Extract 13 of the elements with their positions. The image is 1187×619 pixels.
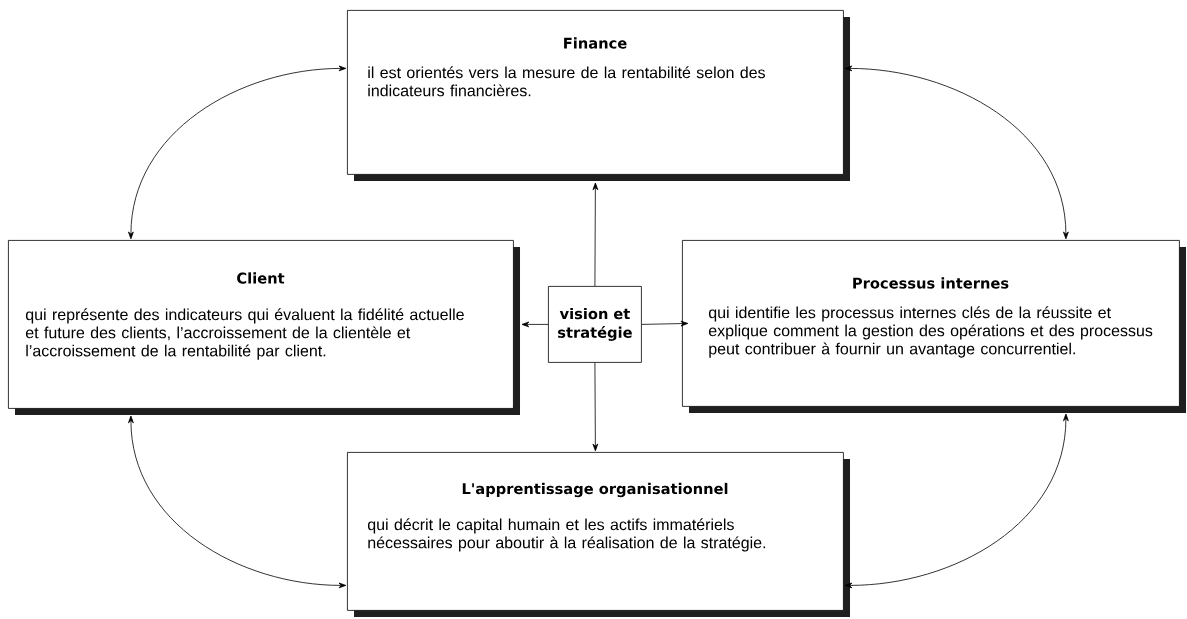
center-box: vision et stratégie xyxy=(548,286,642,363)
perspective-box: L'apprentissage organisationnel qui décrit le capital humain et les actifs immatériels nécessaires pour aboutir à la réalisation de la stratégie. xyxy=(347,452,850,617)
perspective-box: Client qui représente des indicateurs qui évaluent la fidélité actuelle et future des clients, l’accroissement de la clientèle et l’accroissement de la rentabilité par client. xyxy=(8,240,520,415)
arrow xyxy=(592,182,599,287)
perspective-box: Finance il est orientés vers la mesure de la rentabilité selon des indicateurs financières. xyxy=(347,10,850,181)
curved-arrow xyxy=(128,415,347,589)
curved-arrow xyxy=(844,413,1069,589)
arrow xyxy=(521,321,549,328)
arrow xyxy=(641,320,689,327)
curved-arrow xyxy=(128,65,347,240)
perspective-box: Processus internes qui identifie les processus internes clés de la réussite et explique comment la gestion des opérations et des processus peut contribuer à fournir un avantage concurrentiel. xyxy=(682,240,1186,413)
arrow xyxy=(592,362,599,452)
curved-arrow xyxy=(844,65,1069,240)
